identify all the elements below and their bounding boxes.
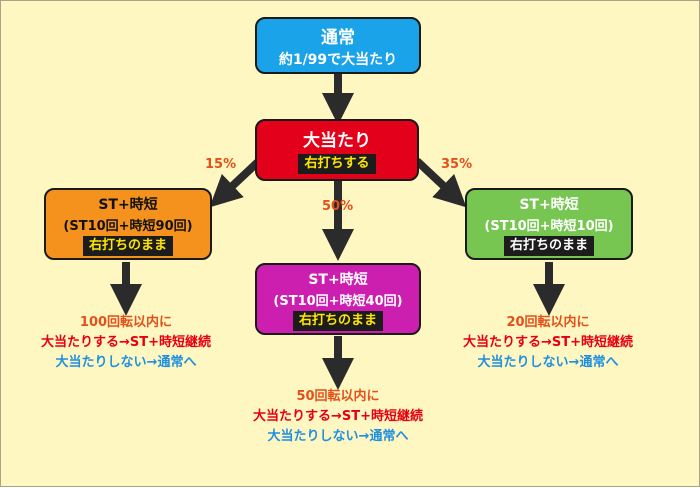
result-right: 20回転以内に 大当たりする→ST+時短継続 大当たりしない→通常へ — [435, 313, 661, 373]
result-left-condition: 100回転以内に — [79, 315, 173, 330]
result-right-condition: 20回転以内に — [506, 315, 590, 330]
jackpot-title: 大当たり — [303, 131, 371, 151]
percent-left: 15% — [205, 157, 237, 172]
result-right-miss: 大当たりしない→通常へ — [477, 355, 619, 370]
result-center: 50回転以内に 大当たりする→ST+時短継続 大当たりしない→通常へ — [225, 387, 451, 447]
result-right-hit: 大当たりする→ST+時短継続 — [462, 335, 634, 350]
st-box-right-tag: 右打ちのまま — [503, 236, 594, 256]
result-center-miss: 大当たりしない→通常へ — [267, 429, 409, 444]
jackpot-box: 大当たり 右打ちする — [255, 119, 419, 181]
st-box-center-line1: ST+時短 — [308, 272, 368, 288]
result-left-miss: 大当たりしない→通常へ — [55, 355, 197, 370]
st-box-center-tag: 右打ちのまま — [292, 311, 383, 331]
arrow-jackpot-to-right — [414, 158, 467, 208]
arrow-jackpot-to-left — [209, 158, 262, 208]
normal-state-probability: 約1/99で大当たり — [278, 52, 398, 68]
st-box-left-tag: 右打ちのまま — [82, 236, 173, 256]
st-box-center-line2: (ST10回+時短40回) — [273, 294, 403, 309]
st-box-left-line1: ST+時短 — [98, 197, 158, 213]
st-box-left: ST+時短 (ST10回+時短90回) 右打ちのまま — [44, 188, 212, 260]
percent-right: 35% — [441, 157, 473, 172]
result-center-hit: 大当たりする→ST+時短継続 — [252, 409, 424, 424]
percent-center: 50% — [322, 199, 354, 214]
st-box-left-line2: (ST10回+時短90回) — [63, 219, 193, 234]
normal-state-box: 通常 約1/99で大当たり — [255, 17, 421, 74]
result-left-hit: 大当たりする→ST+時短継続 — [40, 335, 212, 350]
result-center-condition: 50回転以内に — [296, 389, 380, 404]
result-left: 100回転以内に 大当たりする→ST+時短継続 大当たりしない→通常へ — [13, 313, 239, 373]
jackpot-tag: 右打ちする — [298, 154, 376, 174]
st-box-right: ST+時短 (ST10回+時短10回) 右打ちのまま — [465, 188, 633, 260]
st-box-right-line1: ST+時短 — [519, 197, 579, 213]
st-box-center: ST+時短 (ST10回+時短40回) 右打ちのまま — [255, 263, 421, 335]
st-box-right-line2: (ST10回+時短10回) — [484, 219, 614, 234]
normal-state-title: 通常 — [321, 28, 355, 48]
